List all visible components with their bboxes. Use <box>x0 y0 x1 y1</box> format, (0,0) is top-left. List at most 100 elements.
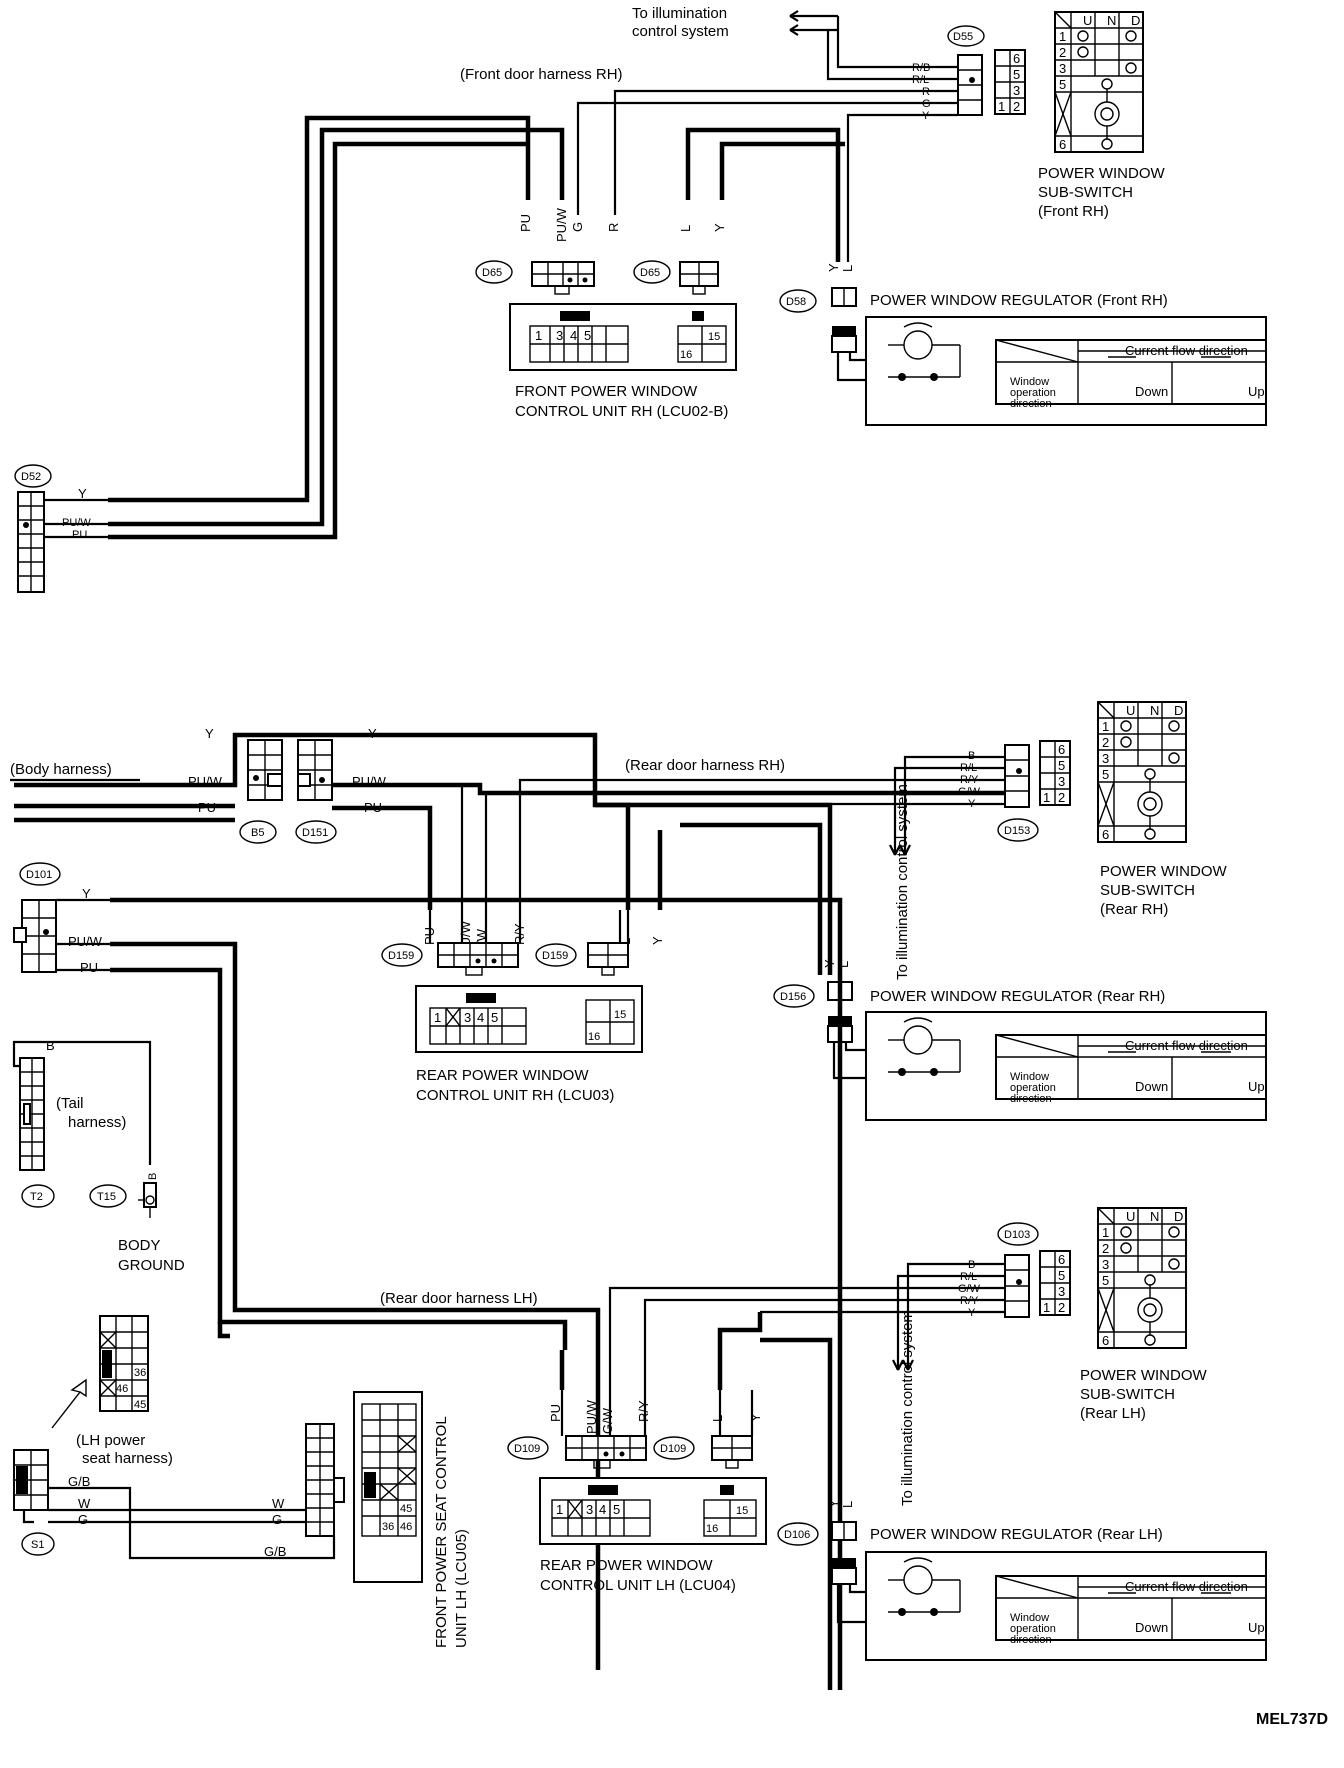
section-rear-rh: (Body harness) Y PU/W PU B5 <box>10 701 1267 1121</box>
pin-1: 1 <box>998 99 1005 114</box>
switch-row3-rear-lh: 3 <box>1102 1257 1109 1272</box>
connector-D153 <box>1004 744 1030 808</box>
lh-seat-harness-2: seat harness) <box>82 1450 173 1467</box>
wire-label-PUW-d65: PU/W <box>554 207 569 242</box>
pin-4: 4 <box>570 328 577 343</box>
illumination-line2: control system <box>632 23 729 40</box>
pin-36: 36 <box>382 1521 394 1533</box>
flow-up-front: Up <box>1248 384 1265 399</box>
sub-switch-title-rear-rh: POWER WINDOW <box>1100 863 1227 880</box>
wire-label-L-d58: L <box>840 265 855 272</box>
sub-switch-subtitle-rear-rh: SUB-SWITCH <box>1100 882 1195 899</box>
wire-label-RY-d109: R/Y <box>636 1400 651 1422</box>
wire-label-PUW-d52: PU/W <box>62 517 91 529</box>
connector-D159-right <box>587 942 629 976</box>
pin-16: 16 <box>706 1523 718 1535</box>
wire-label-W-s1: W <box>78 1496 91 1511</box>
pin-45: 45 <box>134 1399 146 1411</box>
pin-3: 3 <box>1058 774 1065 789</box>
wire-label-B-d153: B <box>968 750 975 762</box>
wire-label-L-d159: L <box>618 938 633 945</box>
pin-1: 1 <box>556 1502 563 1517</box>
sub-switch-table-front-rh <box>1054 11 1144 153</box>
pin-table-D103: 6 5 3 2 1 <box>1039 1250 1071 1316</box>
flow-down-rear-rh: Down <box>1135 1079 1168 1094</box>
pin-5: 5 <box>1013 67 1020 82</box>
connector-D101-label: D101 <box>26 869 52 881</box>
control-unit-rear-lh-line2: CONTROL UNIT LH (LCU04) <box>540 1577 736 1594</box>
wire-label-PU-d52: PU <box>72 529 87 541</box>
control-unit-front-rh-line1: FRONT POWER WINDOW <box>515 383 698 400</box>
switch-U-rear-rh: U <box>1126 703 1135 718</box>
wire-label-Y-d156: Y <box>822 959 837 968</box>
wire-label-Y-d52: Y <box>78 486 87 501</box>
sub-switch-title-rear-lh: POWER WINDOW <box>1080 1367 1207 1384</box>
flow-row3-front: direction <box>1010 398 1052 410</box>
control-unit-rear-rh-line2: CONTROL UNIT RH (LCU03) <box>416 1087 614 1104</box>
connector-D156-label: D156 <box>780 991 806 1003</box>
switch-row3-front: 3 <box>1059 61 1066 76</box>
pin-1: 1 <box>1043 790 1050 805</box>
connector-D106-label: D106 <box>784 1529 810 1541</box>
control-unit-seat-lh: 45 36 46 <box>353 1391 423 1583</box>
connector-T2 <box>19 1057 45 1171</box>
wire-label-PU-d65: PU <box>518 214 533 232</box>
pin-15: 15 <box>614 1009 626 1021</box>
pin-3: 3 <box>464 1010 471 1025</box>
pin-2: 2 <box>1013 99 1020 114</box>
switch-row1-rear-rh: 1 <box>1102 719 1109 734</box>
connector-D65-right <box>679 261 719 295</box>
connector-D101 <box>13 899 57 973</box>
connector-D55 <box>957 54 983 116</box>
harness-front-door-rh: (Front door harness RH) <box>460 66 623 83</box>
wire-label-PU-b5: PU <box>198 800 216 815</box>
pin-6: 6 <box>1058 1252 1065 1267</box>
control-unit-seat-lh-line2: UNIT LH (LCU05) <box>453 1529 470 1648</box>
wire-label-R-d65: R <box>606 223 621 232</box>
switch-U-front: U <box>1083 13 1092 28</box>
sub-switch-title-front: POWER WINDOW <box>1038 165 1165 182</box>
pin-1: 1 <box>535 328 542 343</box>
pin-36: 36 <box>134 1367 146 1379</box>
pin-5: 5 <box>491 1010 498 1025</box>
connector-D52 <box>17 491 45 593</box>
regulator-front-rh-title: POWER WINDOW REGULATOR (Front RH) <box>870 292 1168 309</box>
pin-15: 15 <box>736 1505 748 1517</box>
connector-D103 <box>1004 1254 1030 1318</box>
sub-switch-subtitle-rear-lh: SUB-SWITCH <box>1080 1386 1175 1403</box>
wire-label-GB-s1: G/B <box>68 1474 90 1489</box>
wire-label-G-d65: G <box>570 222 585 232</box>
switch-U-rear-lh: U <box>1126 1209 1135 1224</box>
wire-label-Y-d58: Y <box>826 263 841 272</box>
harness-rear-door-rh: (Rear door harness RH) <box>625 757 785 774</box>
connector-S1 <box>13 1449 49 1511</box>
pin-1: 1 <box>1043 1300 1050 1315</box>
connector-D151 <box>297 739 333 801</box>
ground-line2: GROUND <box>118 1257 185 1274</box>
wire-label-Y-d106: Y <box>826 1499 841 1508</box>
switch-D-rear-lh: D <box>1174 1209 1183 1224</box>
sub-switch-table-rear-rh <box>1097 701 1187 843</box>
pin-45: 45 <box>400 1503 412 1515</box>
connector-D109-label-a: D109 <box>514 1443 540 1455</box>
flow-row2-front: operation <box>1010 387 1056 399</box>
pin-6: 6 <box>1013 51 1020 66</box>
wire-label-GB-lcu05: G/B <box>264 1544 286 1559</box>
wire-label-L-d65: L <box>678 225 693 232</box>
connector-T2-label: T2 <box>30 1191 43 1203</box>
pin-3: 3 <box>1058 1284 1065 1299</box>
control-unit-seat-lh-line1: FRONT POWER SEAT CONTROL <box>433 1416 450 1648</box>
pin-1: 1 <box>434 1010 441 1025</box>
flow-row2-rear-lh: operation <box>1010 1623 1056 1635</box>
pin-16: 16 <box>588 1031 600 1043</box>
connector-lcu05-plug <box>305 1423 345 1537</box>
flow-header-rear-lh: Current flow direction <box>1125 1579 1248 1594</box>
pin-46: 46 <box>116 1383 128 1395</box>
connector-D65-label-a: D65 <box>482 267 502 279</box>
control-unit-rear-lh-line1: REAR POWER WINDOW <box>540 1557 713 1574</box>
pin-table-D153: 6 5 3 2 1 <box>1039 740 1071 806</box>
flow-header-rear-rh: Current flow direction <box>1125 1038 1248 1053</box>
connector-D153-label: D153 <box>1004 825 1030 837</box>
flow-down-front: Down <box>1135 384 1168 399</box>
wire-label-PUW-b5: PU/W <box>188 774 223 789</box>
